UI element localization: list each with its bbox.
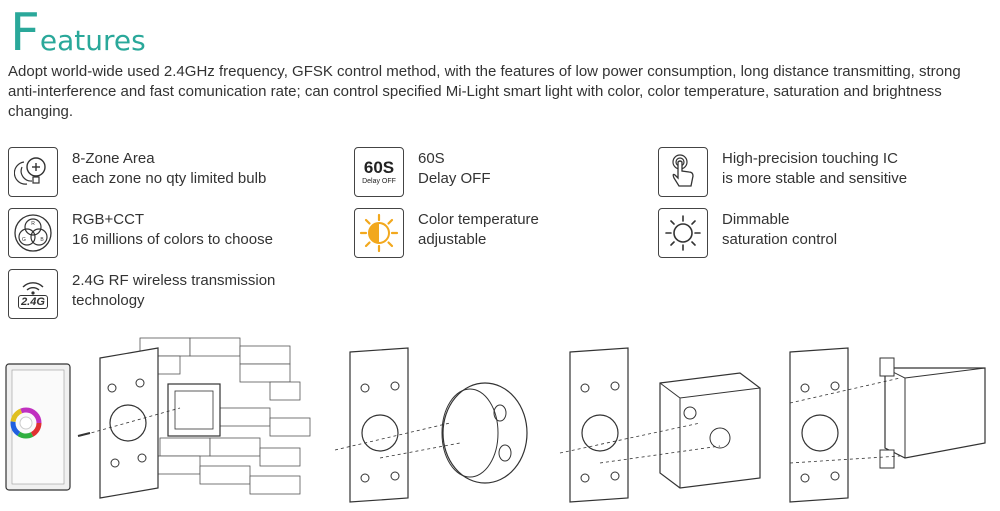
sun-outline-icon — [658, 208, 708, 258]
feature-rf-wireless: 2.4G 2.4G RF wireless transmission techn… — [8, 269, 275, 319]
feature-title: Color temperature — [418, 211, 539, 228]
feature-title: 8-Zone Area — [72, 150, 155, 167]
title-rest: eatures — [39, 24, 146, 57]
delay-icon-subtext: Delay OFF — [362, 177, 396, 185]
rgb-circles-icon: R G B — [8, 208, 58, 258]
feature-title: 2.4G RF wireless transmission — [72, 272, 276, 289]
half-sun-icon — [354, 208, 404, 258]
feature-title: RGB+CCT — [72, 211, 145, 228]
feature-subtitle: is more stable and sensitive — [722, 170, 908, 187]
delay-60s-icon: 60S Delay OFF — [354, 147, 404, 197]
wireless-24g-icon: 2.4G — [8, 269, 58, 319]
wireless-icon-text: 2.4G — [18, 295, 48, 309]
feature-title: Dimmable — [722, 211, 790, 228]
description: Adopt world-wide used 2.4GHz frequency, … — [8, 63, 961, 120]
feature-subtitle: technology — [72, 292, 145, 309]
delay-icon-text: 60S — [363, 157, 395, 177]
feature-subtitle: Delay OFF — [418, 170, 491, 187]
feature-8-zone: 8-Zone Area each zone no qty limited bul… — [8, 147, 266, 197]
mount-scene-rect-box — [789, 347, 986, 503]
svg-text:B: B — [40, 237, 44, 243]
touch-panel-image — [5, 363, 71, 491]
feature-rgb-cct: R G B RGB+CCT 16 millions of colors to c… — [8, 208, 273, 258]
mount-scene-round-box — [334, 347, 528, 503]
touch-finger-icon — [658, 147, 708, 197]
installation-illustration — [5, 337, 986, 503]
feature-subtitle: each zone no qty limited bulb — [72, 170, 267, 187]
feature-delay-off: 60S Delay OFF 60S Delay OFF — [354, 147, 491, 197]
feature-color-temperature: Color temperature adjustable — [354, 208, 539, 258]
feature-title: 60S — [418, 150, 445, 167]
title-initial: F — [10, 3, 40, 63]
feature-subtitle: saturation control — [722, 231, 838, 248]
feature-subtitle: adjustable — [418, 231, 487, 248]
feature-dimmable: Dimmable saturation control — [658, 208, 837, 258]
feature-touch-ic: High-precision touching IC is more stabl… — [658, 147, 907, 197]
page-title: Features — [10, 7, 146, 59]
bulb-zone-icon — [8, 147, 58, 197]
svg-text:G: G — [22, 237, 26, 243]
svg-text:R: R — [31, 221, 35, 227]
mount-scene-brick-wall — [77, 337, 311, 499]
feature-title: High-precision touching IC — [722, 150, 898, 167]
mount-scene-square-box — [559, 347, 761, 503]
feature-subtitle: 16 millions of colors to choose — [72, 231, 273, 248]
